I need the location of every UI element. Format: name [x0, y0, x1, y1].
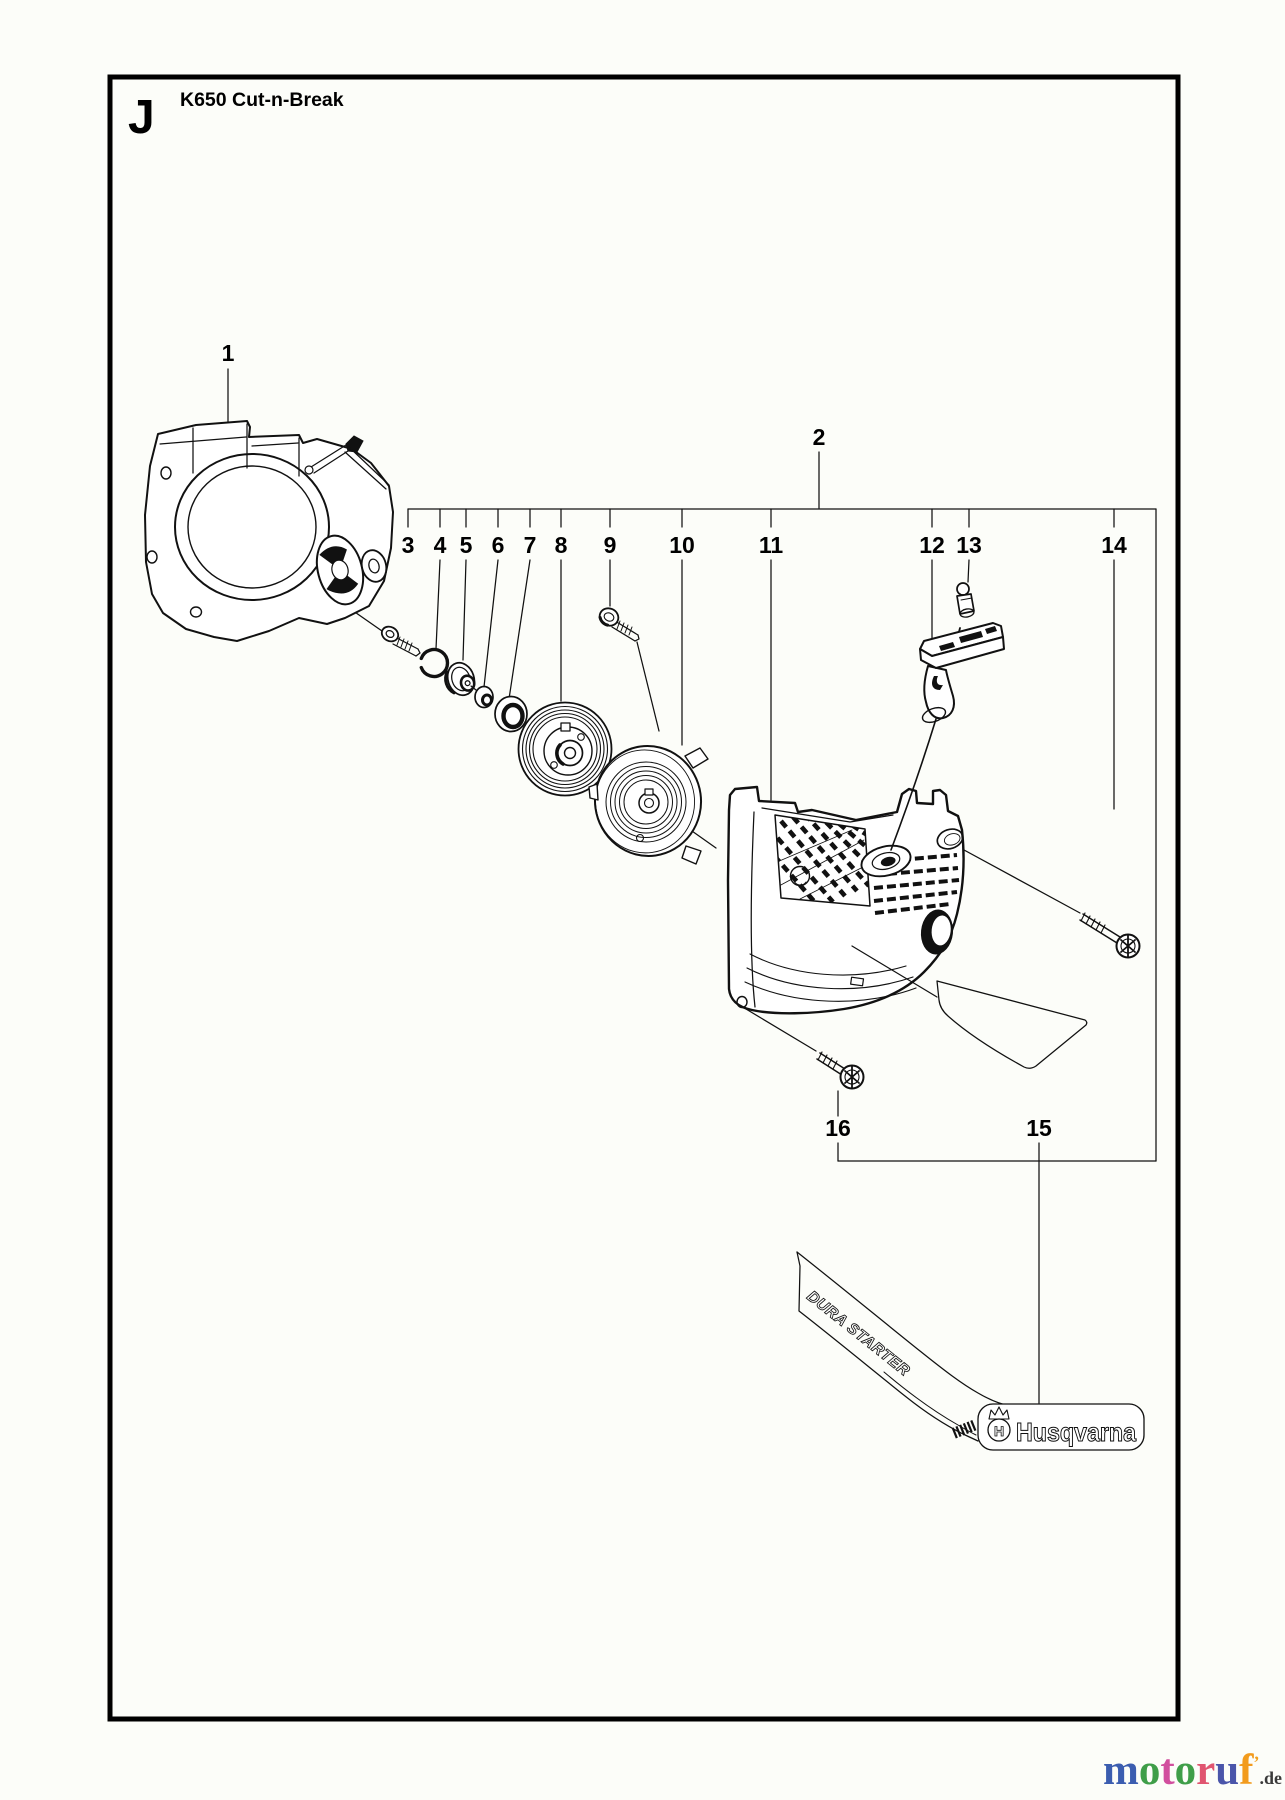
part-8-starter-pulley [517, 701, 613, 797]
page-title: K650 Cut-n-Break [180, 89, 344, 111]
callout-16: 16 [825, 1115, 851, 1141]
part-16-screw [816, 1051, 865, 1090]
callout-5: 5 [460, 532, 473, 558]
callout-14: 14 [1101, 532, 1127, 558]
part-13-rope-anchor [956, 582, 975, 618]
watermark-letter: m [1102, 1747, 1139, 1794]
callout-2: 2 [813, 424, 826, 450]
watermark-letter: t [1160, 1747, 1175, 1794]
callout-9: 9 [604, 532, 617, 558]
callout-3: 3 [402, 532, 415, 558]
part-12-starter-handle [890, 622, 1005, 851]
section-letter: J [128, 91, 155, 144]
part-11-starter-housing [726, 785, 965, 1015]
callout-numbers: 1 2 3 4 5 6 7 8 9 10 11 12 13 14 15 16 [222, 340, 1127, 1141]
part-9-screw [598, 607, 640, 642]
callout-bracket-assembly-2 [407, 451, 1157, 1162]
watermark-letter: ’ [1253, 1752, 1260, 1773]
callout-1: 1 [222, 340, 235, 366]
motoruf-wordmark-letters: motoruf’ [1103, 1747, 1260, 1794]
part-15-decal-artwork: DURA STARTER H Husqvarna [796, 1251, 1145, 1451]
svg-text:H: H [994, 1423, 1004, 1439]
husqvarna-crown-icon: H [987, 1406, 1011, 1442]
part-5-hub [444, 661, 476, 697]
page-frame-border [107, 74, 1181, 1722]
part-4-retaining-ring [419, 647, 450, 679]
leader-lines-over-housing [745, 945, 938, 1052]
callout-8: 8 [555, 532, 568, 558]
callout-11: 11 [759, 532, 784, 558]
watermark-letter: f [1239, 1747, 1254, 1794]
motoruf-logo[interactable]: motoruf’.de [1103, 1747, 1282, 1794]
callout-13: 13 [956, 532, 982, 558]
watermark-letter: o [1138, 1747, 1161, 1794]
callout-15: 15 [1026, 1115, 1052, 1141]
callout-12: 12 [919, 532, 945, 558]
part-14-screw [1079, 912, 1141, 959]
rope-boss [860, 844, 912, 878]
part-1-fan-housing [144, 420, 394, 642]
callout-4: 4 [434, 532, 447, 558]
part-10-spring-housing [588, 745, 709, 865]
part-7-bushing [494, 695, 528, 733]
husqvarna-wordmark: Husqvarna [1016, 1417, 1136, 1447]
watermark-letter: u [1215, 1747, 1240, 1794]
decal-barcode [951, 1419, 977, 1439]
callout-7: 7 [524, 532, 537, 558]
starter-rope [890, 718, 937, 851]
decompression-lever [304, 435, 390, 490]
motoruf-domain-suffix: .de [1259, 1768, 1283, 1788]
watermark-letter: r [1196, 1747, 1216, 1794]
part-3-screw [380, 625, 421, 657]
callout-6: 6 [492, 532, 505, 558]
watermark-letter: o [1174, 1747, 1197, 1794]
callout-10: 10 [669, 532, 695, 558]
leader-lines [227, 368, 1115, 1404]
part-15-decal-location [936, 980, 1088, 1069]
part-6-washer [470, 685, 494, 709]
